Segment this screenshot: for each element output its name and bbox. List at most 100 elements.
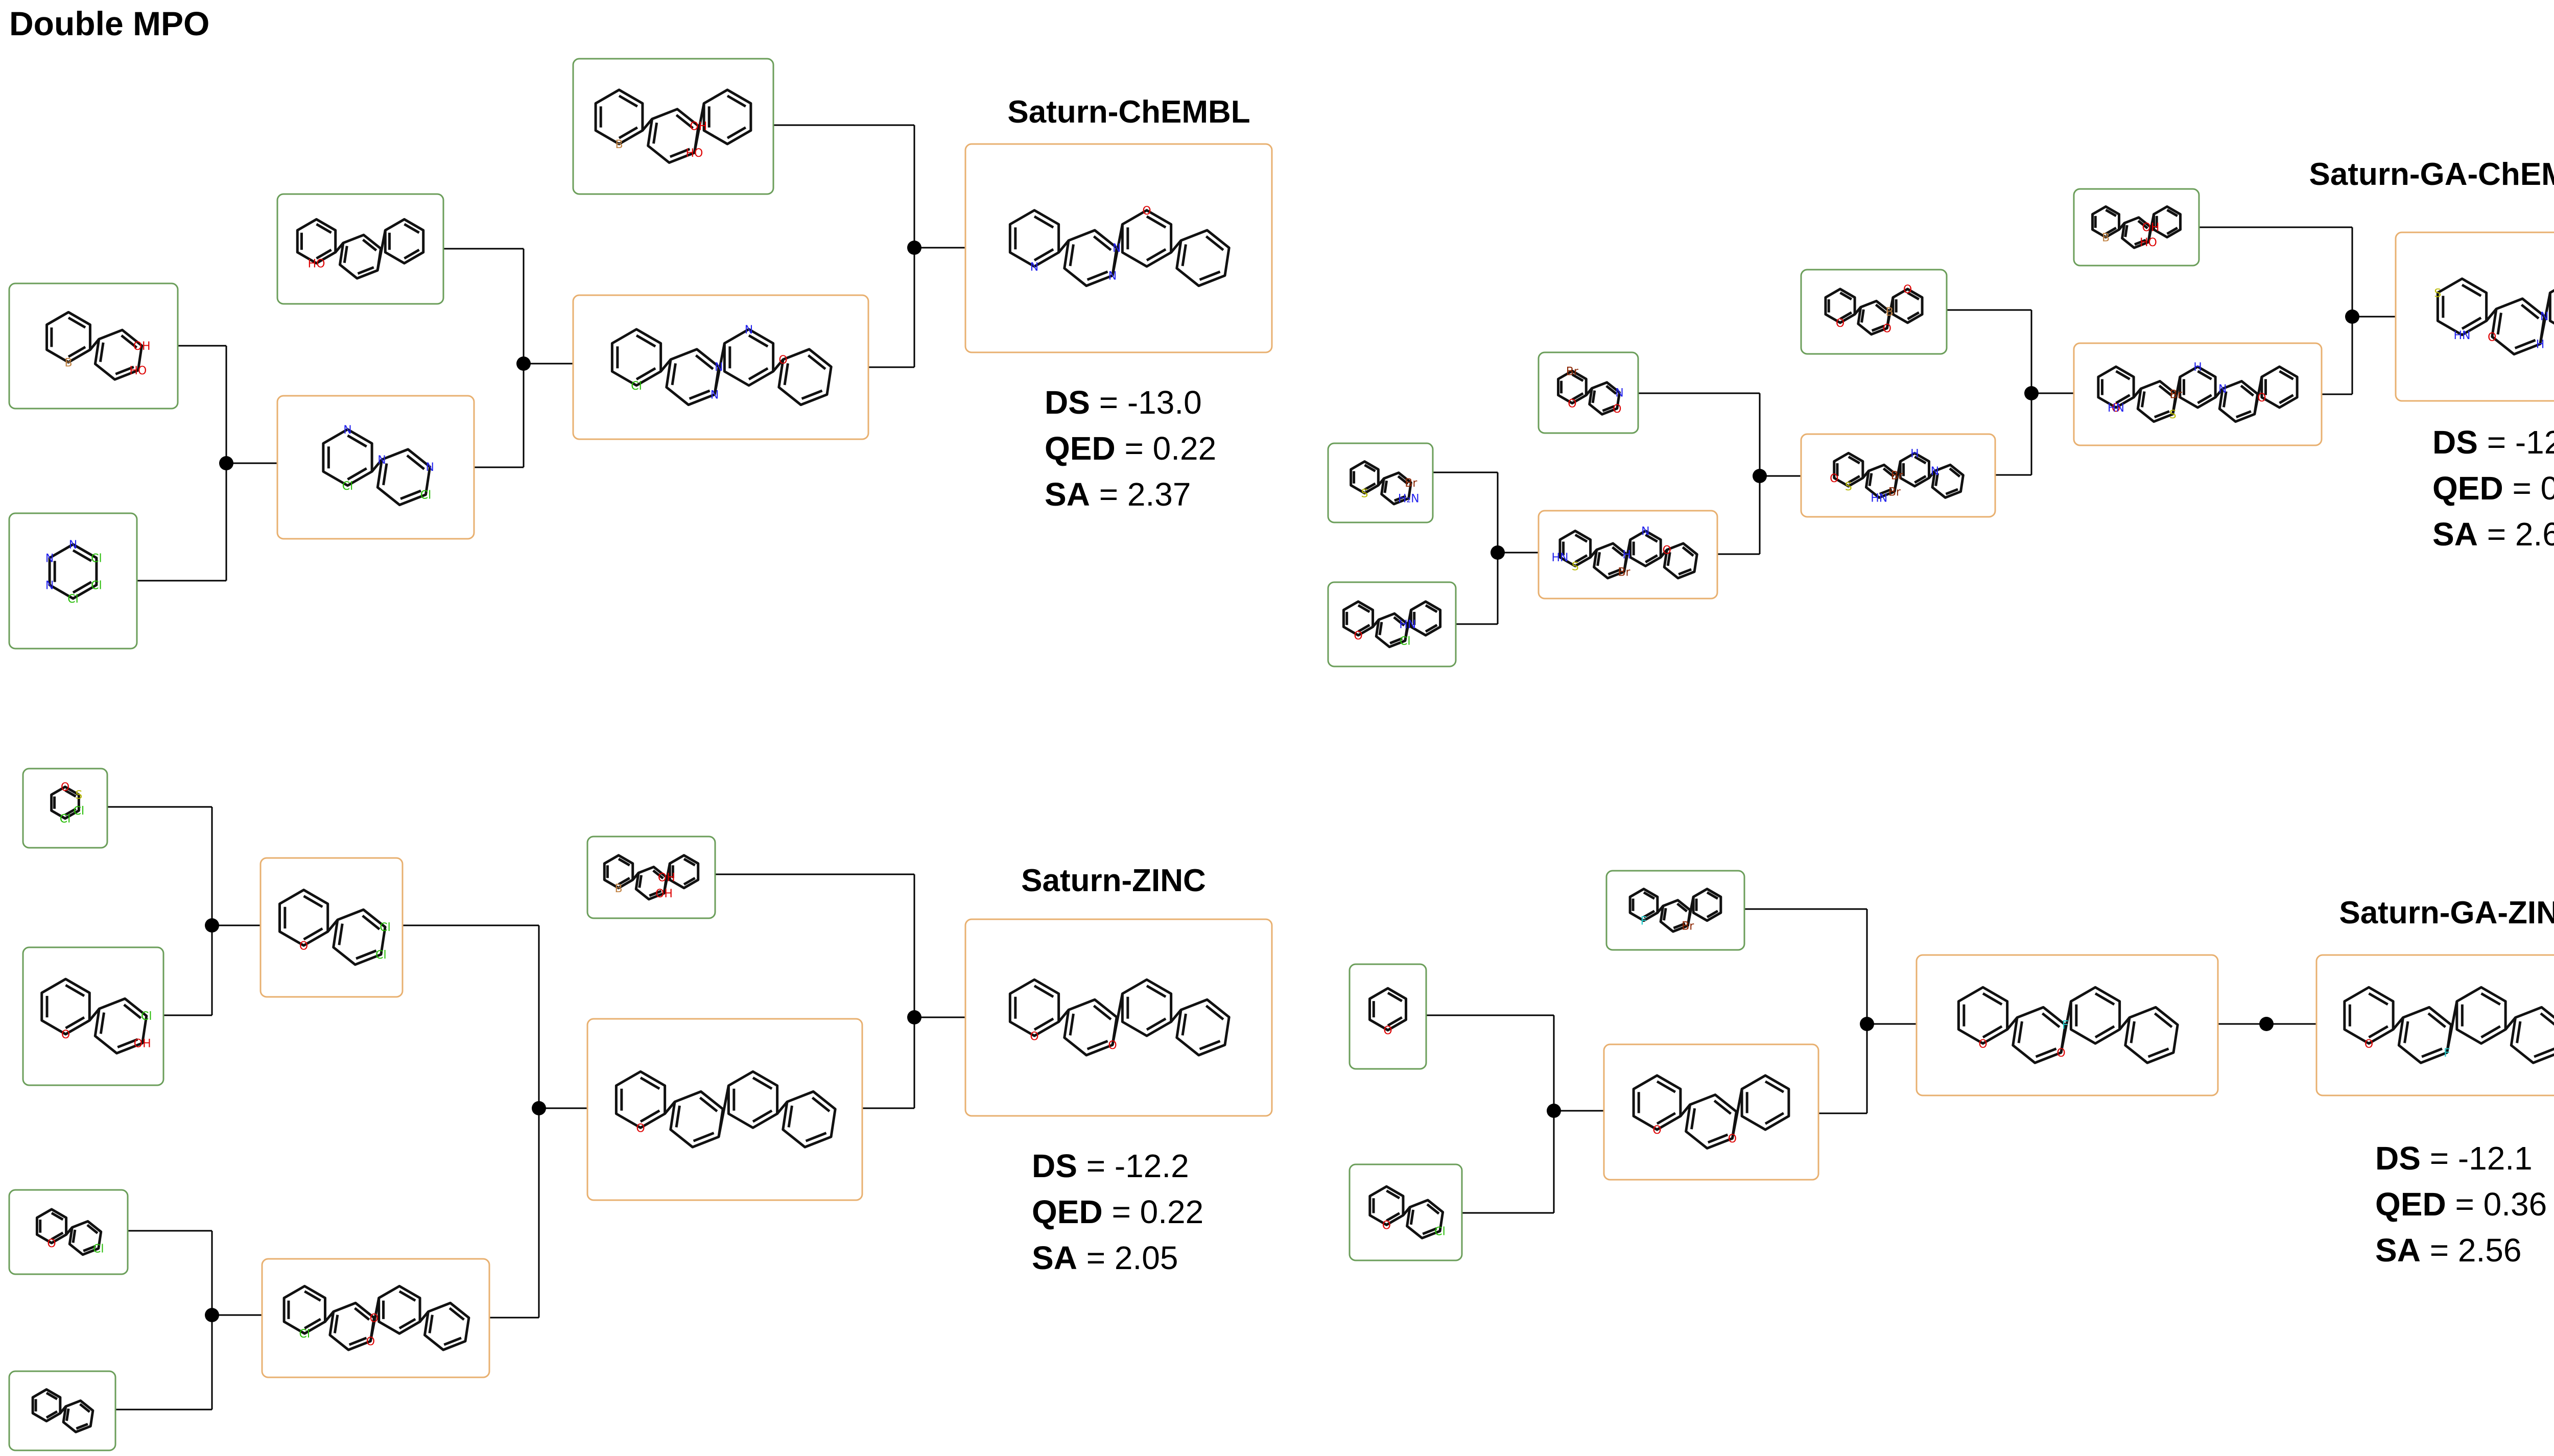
- molecule-intermediate: O: [586, 1018, 863, 1201]
- metric-sa: SA = 2.37: [1045, 476, 1191, 513]
- double-bond: [675, 114, 694, 129]
- atom-label: O: [2364, 1038, 2373, 1051]
- double-bond: [748, 367, 769, 380]
- double-bond: [343, 246, 348, 264]
- atom-label: Cl: [420, 489, 431, 502]
- double-bond: [304, 1318, 321, 1330]
- double-bond: [1069, 244, 1075, 267]
- metric-ds-value: -12.1: [2458, 1140, 2533, 1177]
- linker-bond: [1660, 548, 1668, 558]
- atom-label: O: [299, 940, 308, 952]
- double-bond: [748, 334, 769, 348]
- double-bond: [2235, 410, 2252, 419]
- ring-bond: [1558, 530, 1592, 567]
- double-bond: [811, 1096, 831, 1113]
- atom-label: Cl: [60, 813, 70, 826]
- route-labels: Saturn-ChEMBL Saturn-GA-ChEMBL Saturn-ZI…: [1007, 94, 2554, 930]
- atom-label: Cl: [74, 805, 84, 818]
- double-bond: [347, 434, 367, 448]
- molecule-box: [22, 768, 108, 849]
- double-bond: [2368, 992, 2389, 1006]
- double-bond: [1860, 309, 1865, 323]
- double-bond: [362, 238, 377, 252]
- double-bond: [726, 126, 747, 139]
- double-bond: [338, 923, 344, 945]
- atom-label: O: [1383, 1024, 1392, 1037]
- atom-label: O: [1830, 472, 1838, 485]
- double-bond: [398, 1318, 416, 1330]
- double-bond: [316, 249, 332, 260]
- linker-bond: [1893, 461, 1902, 492]
- reaction-node-dot: [2024, 386, 2039, 400]
- double-bond: [695, 354, 714, 370]
- linker-bond: [2485, 308, 2497, 322]
- double-bond: [1945, 488, 1958, 495]
- linker-bond: [88, 1008, 101, 1021]
- double-bond: [1871, 324, 1885, 332]
- atom-label: N: [1641, 526, 1649, 538]
- double-bond: [618, 94, 638, 108]
- double-bond: [2158, 385, 2173, 397]
- double-bond: [2166, 227, 2179, 235]
- linker-bond: [1170, 1009, 1182, 1023]
- metric-sa-label: SA: [2432, 516, 2478, 553]
- metric-qed-label: QED: [1032, 1194, 1103, 1230]
- double-bond: [99, 342, 105, 362]
- double-bond: [2540, 1012, 2554, 1026]
- double-bond: [1839, 292, 1853, 301]
- double-bond: [683, 877, 696, 886]
- double-bond: [1676, 902, 1688, 913]
- linker-bond: [776, 1101, 788, 1115]
- atom-label: OH: [2142, 222, 2160, 234]
- atom-label: O: [1568, 398, 1576, 411]
- metric-qed: QED = 0.22: [1032, 1194, 1203, 1230]
- ring-bond: [1824, 288, 1856, 324]
- linker-bond: [2060, 1001, 2072, 1053]
- atom-label: HN: [1871, 492, 1887, 505]
- double-bond: [752, 1077, 773, 1090]
- double-bond: [2041, 1012, 2061, 1029]
- atom-label: N: [2540, 311, 2548, 323]
- molecule-starting-material: [8, 1370, 116, 1451]
- double-bond: [2166, 208, 2179, 217]
- atom-label: Cl: [91, 552, 102, 565]
- atom-label: OH: [134, 1038, 151, 1051]
- linker-bond: [1928, 470, 1936, 479]
- linker-bond: [1731, 1088, 1743, 1139]
- linker-bond: [369, 1298, 381, 1342]
- atom-label: O: [1978, 1038, 1987, 1051]
- double-bond: [1868, 473, 1873, 486]
- double-bond: [1086, 1040, 1108, 1051]
- route-title-saturn-zinc: Saturn-ZINC: [1021, 863, 1206, 898]
- double-bond: [1848, 456, 1860, 465]
- linker-bond: [376, 230, 387, 271]
- double-bond: [448, 1307, 465, 1321]
- reaction-node-dot: [516, 356, 531, 371]
- atom-label: H: [2536, 339, 2545, 351]
- molecule-box: [1800, 269, 1948, 355]
- atom-label: B: [64, 356, 72, 369]
- double-bond: [2115, 370, 2131, 380]
- atom-label: O: [1382, 1219, 1391, 1232]
- linker-bond: [2118, 1016, 2131, 1031]
- ring-bond: [282, 1284, 326, 1335]
- double-bond: [1093, 1005, 1112, 1021]
- double-bond: [400, 489, 421, 500]
- route-title-saturn-ga-zinc: Saturn-GA-ZINC: [2339, 895, 2554, 930]
- double-bond: [2115, 394, 2131, 404]
- double-bond: [398, 1290, 416, 1302]
- double-bond: [1678, 568, 1692, 576]
- double-bond: [1357, 604, 1370, 613]
- double-bond: [1386, 1212, 1401, 1222]
- atom-label: N: [45, 579, 54, 592]
- double-bond: [2421, 1047, 2443, 1058]
- metric-qed: QED = 0.25: [2432, 470, 2554, 507]
- atom-label: N: [2218, 383, 2227, 396]
- atom-label: O: [1663, 544, 1671, 557]
- double-bond: [1934, 473, 1939, 486]
- atom-label: Br: [2170, 388, 2183, 401]
